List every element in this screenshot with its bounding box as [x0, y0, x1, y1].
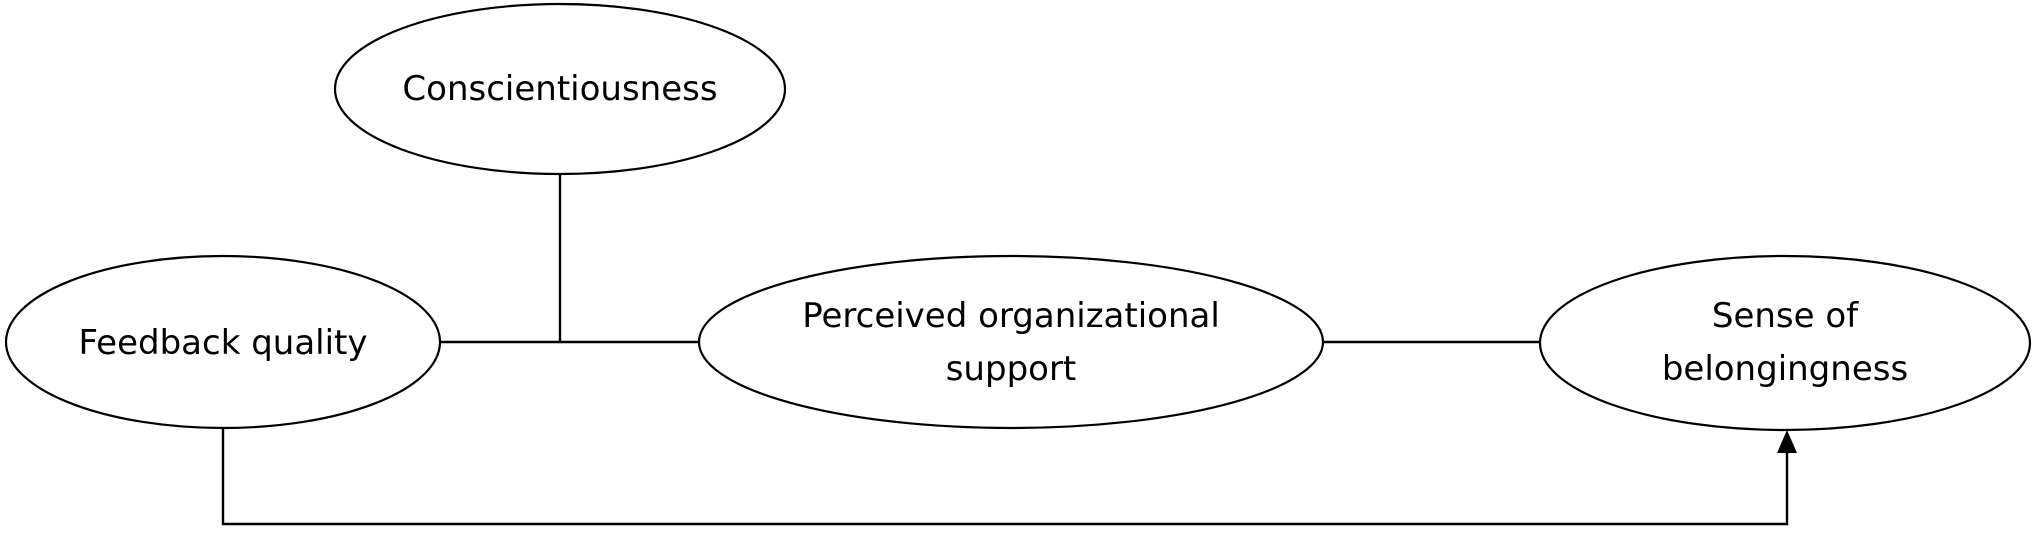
node-belongingness-label-line-1: Sense of: [1712, 296, 1859, 336]
node-belongingness-label-line-2: belongingness: [1662, 349, 1908, 389]
node-feedback-quality: Feedback quality: [4, 254, 442, 430]
node-belongingness-shape: [1538, 254, 2032, 432]
node-belongingness: Sense of belongingness: [1538, 254, 2032, 432]
node-conscientiousness-shape: [333, 2, 787, 176]
node-feedback-quality-label: Feedback quality: [78, 323, 367, 363]
node-conscientiousness: Conscientiousness: [333, 2, 787, 176]
node-conscientiousness-label: Conscientiousness: [402, 69, 717, 109]
node-perceived-support: Perceived organizational support: [697, 254, 1325, 430]
node-perceived-support-shape: [697, 254, 1325, 430]
arrowhead-to-belongingness: [1777, 430, 1797, 453]
node-perceived-support-label-line-2: support: [946, 349, 1077, 389]
node-feedback-quality-shape: [4, 254, 442, 430]
edge-feedback-to-belongingness: [221, 428, 1789, 526]
node-perceived-support-label-line-1: Perceived organizational: [802, 296, 1220, 336]
